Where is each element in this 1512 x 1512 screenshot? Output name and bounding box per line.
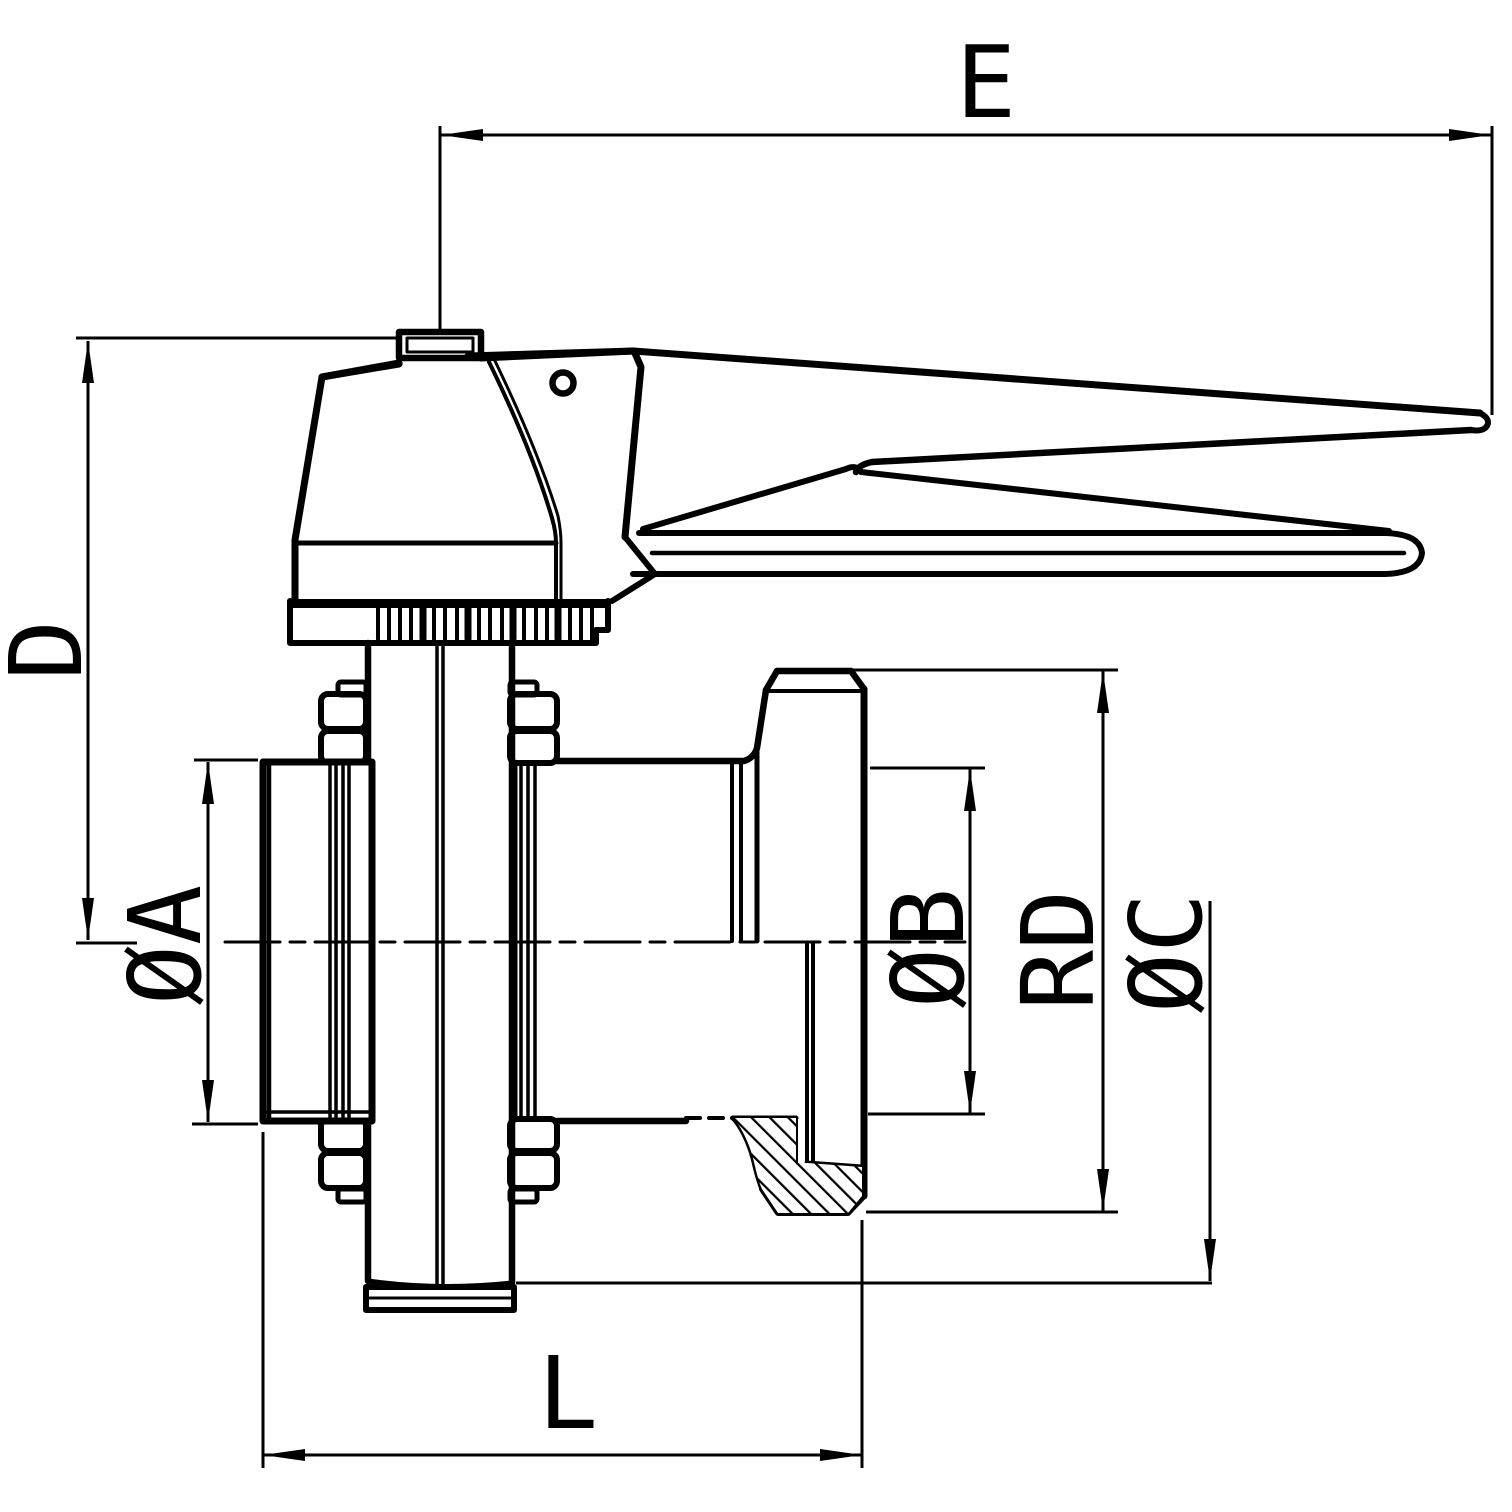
dimension-E [438, 126, 1494, 415]
section-hatch [733, 1118, 862, 1213]
dim-label-d: D [0, 620, 105, 680]
arrow-down [964, 1071, 976, 1113]
extension-lines [852, 668, 1118, 1214]
extension-lines [192, 758, 258, 1126]
dim-label-b: ØB [870, 888, 987, 1008]
arrow-down [1204, 1239, 1216, 1281]
dimension-labels: E D ØA ØB RD ØC L [0, 24, 1225, 1452]
arrow-down [82, 898, 94, 940]
dimensions [76, 126, 1494, 1468]
arrow-down [1097, 1169, 1109, 1211]
arrow-up [82, 341, 94, 383]
arrow-down [202, 1080, 214, 1122]
bore-line [805, 941, 815, 1165]
dimension-L [261, 1132, 864, 1468]
dimension-B [868, 766, 985, 1116]
valve-body [223, 639, 967, 1313]
dimension-A [192, 758, 258, 1126]
pivot-hole [549, 369, 577, 397]
handle-assembly [287, 328, 1492, 646]
dimension-C [516, 901, 1216, 1285]
dim-label-l: L [538, 1335, 598, 1452]
arrow-left [263, 1449, 305, 1461]
dim-label-e: E [956, 24, 1016, 141]
dim-label-a: ØA [107, 885, 224, 1005]
extension-lines [438, 126, 1494, 415]
dim-label-rd: RD [1000, 890, 1117, 1010]
extension-lines [76, 336, 398, 945]
male-thread-end [730, 667, 868, 1216]
dim-label-c: ØC [1108, 893, 1225, 1013]
knurled-collar [287, 598, 611, 646]
extension-lines [261, 1132, 864, 1468]
extension-lines [868, 766, 985, 1116]
trigger-blade [640, 464, 1392, 534]
disc-foot [363, 1284, 517, 1313]
arrow-right [820, 1449, 862, 1461]
arrow-up [202, 762, 214, 804]
arrow-up [1097, 671, 1109, 713]
arrow-left [441, 129, 483, 141]
dimension-D [76, 336, 398, 945]
grip-bar [622, 530, 1425, 577]
dimension-RD [852, 668, 1118, 1214]
arrow-right [1449, 129, 1491, 141]
arrow-up [964, 769, 976, 811]
body-tube [553, 686, 770, 1125]
